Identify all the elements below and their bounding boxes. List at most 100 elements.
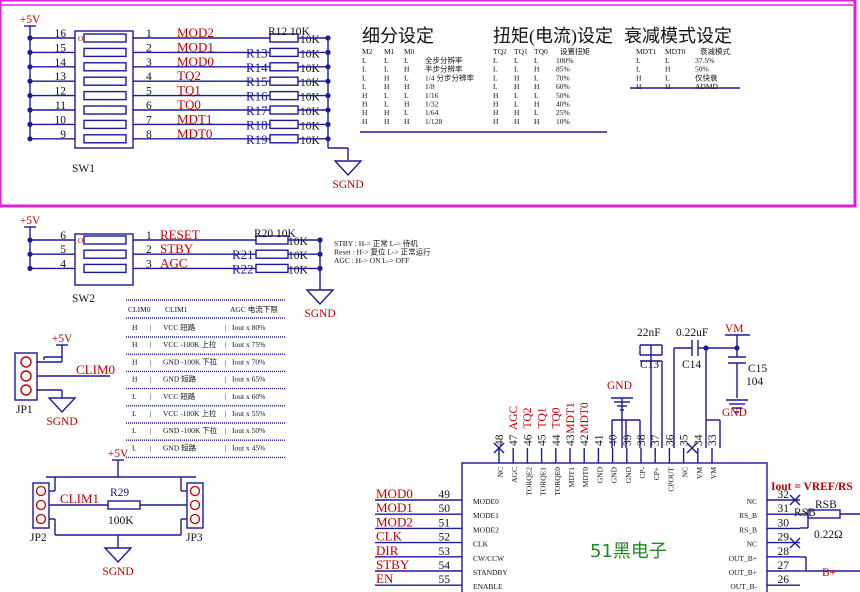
sw1-junction — [27, 121, 33, 127]
clim-cell: L — [132, 426, 137, 435]
rsb-value: 0.22Ω — [814, 529, 843, 541]
ic-top-pin-number: 47 — [508, 434, 520, 446]
ic-left-net: MOD0 — [376, 486, 413, 501]
decay-cell: ADMD — [695, 82, 719, 91]
clim-cell: Iout x 75% — [232, 340, 265, 349]
clim-header: CLIM0 — [128, 305, 151, 314]
sw2-res-value: 10K — [288, 250, 309, 262]
microstep-cell: H — [362, 91, 368, 100]
decay-cell: 仅快衰 — [695, 72, 718, 82]
ic-left-pin-label: MODE2 — [473, 525, 499, 534]
ground-symbol — [305, 289, 335, 306]
torque-cell: 10% — [556, 117, 570, 126]
clim-cell: GND 短路 — [163, 442, 197, 452]
torque-cell: H — [493, 117, 499, 126]
c14-value: 0.22uF — [676, 327, 708, 339]
jp1-ground-label: SGND — [46, 416, 77, 428]
gnd1-label: GND — [607, 380, 632, 392]
sw1-switch-slot — [83, 119, 127, 130]
sw1-resistor — [269, 62, 299, 72]
torque-cell: L — [514, 56, 519, 65]
clim-cell: H — [132, 323, 138, 332]
sw2-pin-left: 6 — [60, 230, 66, 242]
microstep-cell: L — [362, 82, 367, 91]
jp3-pin — [189, 499, 201, 511]
ic-right-pin-number: 27 — [778, 560, 790, 572]
sw1-pin-right: 3 — [146, 57, 152, 69]
clim-cell: Iout x 50% — [232, 426, 265, 435]
torque-cell: L — [534, 73, 539, 82]
ic-right-pin-label: OUT_B+ — [729, 568, 757, 577]
sw1-res-value: 10K — [300, 135, 321, 147]
ic-left-net: MOD1 — [376, 500, 413, 515]
sw1-net-label: MOD1 — [177, 39, 214, 54]
microstep-cell: H — [384, 73, 390, 82]
sw1-switch-slot — [83, 105, 127, 115]
sw1-ground-label: SGND — [332, 179, 363, 191]
no-connect-mark — [789, 537, 801, 549]
torque-cell: L — [514, 65, 519, 74]
c15-label: C15 — [748, 363, 767, 375]
ic-left-net: MOD2 — [376, 514, 413, 529]
ic-body — [461, 462, 768, 592]
torque-cell: H — [493, 108, 499, 117]
microstep-value: 全步分辨率 — [425, 55, 463, 65]
sw1-res-value: 10K — [300, 120, 321, 132]
sw2-res-label: R22 — [232, 261, 254, 276]
sw1-res-label: R13 — [246, 45, 268, 60]
clim-sep: | — [225, 375, 227, 384]
sw2-junction — [27, 251, 33, 257]
sw1-res-label: R16 — [246, 89, 268, 104]
ic-right-pin-label: OUT_B- — [730, 582, 757, 591]
clim-sep: | — [150, 443, 152, 452]
microstep-cell: H — [404, 82, 410, 91]
ic-right-pin-number: 31 — [778, 503, 790, 515]
sw2-ground-label: SGND — [304, 308, 335, 320]
microstep-cell: L — [404, 56, 409, 65]
ic-right-pin-number: 29 — [778, 532, 790, 544]
ic-left-pin-label: MODE0 — [473, 497, 499, 506]
microstep-cell: H — [362, 117, 368, 126]
microstep-cell: L — [384, 65, 389, 74]
sw1-resistor — [269, 105, 299, 115]
ic-left-pin-label: STANDBY — [473, 568, 508, 577]
sw1-power-label: +5V — [20, 14, 41, 26]
torque-header: TQ2 — [493, 47, 507, 56]
sw1-switch-slot — [83, 62, 127, 72]
ic-left-net: EN — [376, 571, 394, 586]
decay-cell: L — [665, 73, 670, 82]
sw2-pin-left: 4 — [60, 258, 66, 270]
clim-cell: Iout x 80% — [232, 323, 265, 332]
sw1-switch-slot — [83, 76, 127, 86]
clim-sep: | — [225, 357, 227, 366]
sw1-pin-right: 4 — [146, 71, 152, 83]
ic-right-pin-label: RS_B — [739, 525, 757, 534]
sw1-res-label: R15 — [246, 74, 268, 89]
sw2-pin-right: 2 — [146, 244, 152, 256]
ic-top-pin-label: CPOUT — [666, 467, 675, 492]
sw1-pin-left: 13 — [55, 71, 67, 83]
microstep-cell: L — [404, 91, 409, 100]
no-connect-mark — [493, 442, 505, 454]
jp2-header-body — [32, 482, 50, 529]
sw1-res-value: 10K — [300, 48, 321, 60]
sw1-res-label: R19 — [246, 132, 268, 147]
sw1-pin-left: 15 — [55, 42, 67, 54]
sw1-switch-slot — [83, 47, 127, 58]
torque-cell: 85% — [556, 65, 570, 74]
ic-brand-watermark: 51黑电子 — [590, 541, 667, 562]
c13-value: 22nF — [637, 327, 661, 339]
clim-cell: GND 短路 — [163, 374, 197, 384]
sw1-resistor — [269, 134, 299, 144]
section-frame-top — [0, 0, 857, 208]
ground-symbol — [103, 547, 133, 564]
microstep-cell: L — [362, 73, 367, 82]
clim-sep: | — [225, 392, 227, 401]
torque-cell: L — [493, 82, 498, 91]
clim-cell: Iout x 45% — [232, 443, 265, 452]
torque-cell: H — [534, 65, 540, 74]
ic-right-pin-label: NC — [747, 540, 757, 549]
no-connect-mark — [789, 494, 801, 506]
decay-cell: L — [636, 56, 641, 65]
ic-top-net: MDT0 — [579, 402, 591, 434]
